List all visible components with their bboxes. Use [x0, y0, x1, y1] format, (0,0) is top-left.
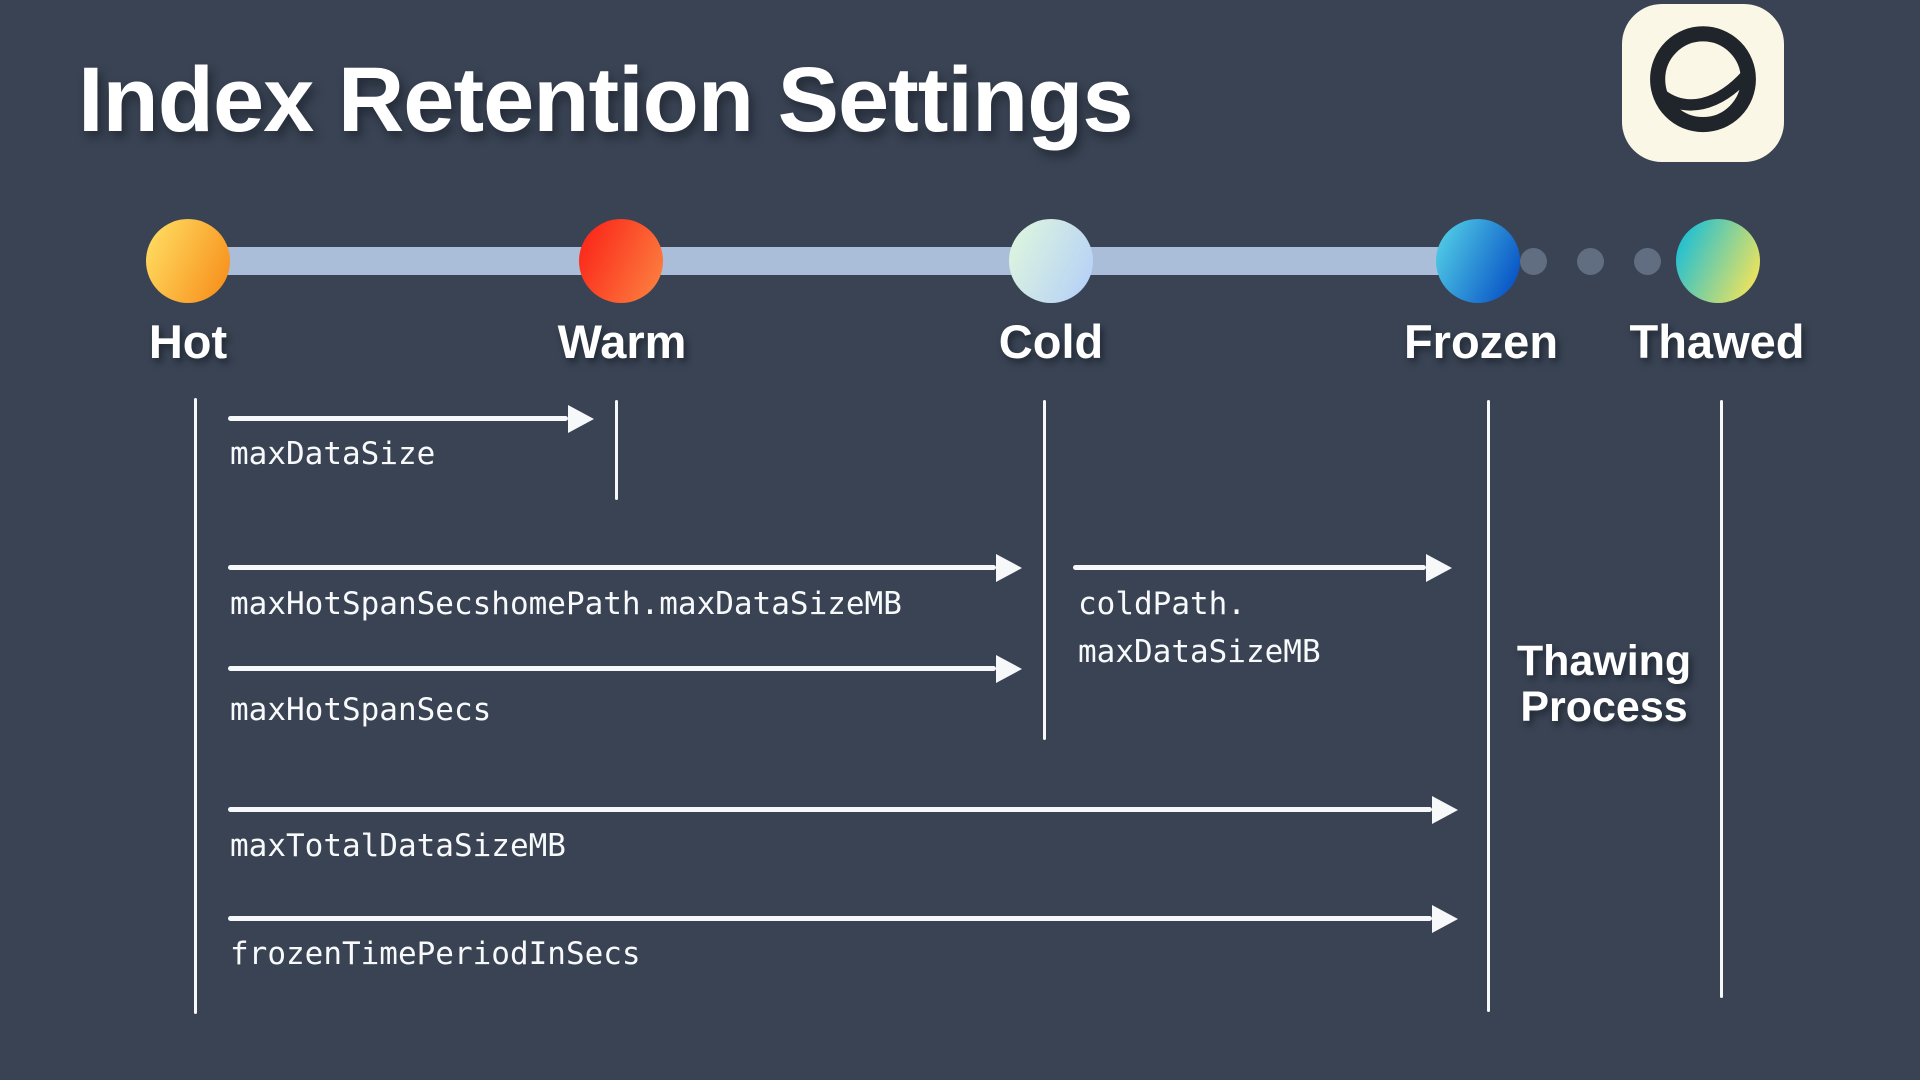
stage-node-hot	[146, 219, 230, 303]
thawing-process-label: Thawing Process	[1516, 637, 1692, 732]
timeline-bar	[186, 247, 1470, 275]
arrow-coldpath	[1073, 565, 1426, 570]
arrow-frozentimeperiodinsecs	[228, 916, 1432, 921]
stage-label-warm: Warm	[557, 315, 687, 368]
stage-node-cold	[1009, 219, 1093, 303]
ellipsis-dot	[1634, 248, 1661, 275]
stage-node-warm	[579, 219, 663, 303]
arrow-maxhotspansecs-homepath	[228, 565, 996, 570]
arrow-maxdatasize	[228, 416, 568, 421]
guide-line-cold	[1043, 400, 1046, 740]
setting-label-maxhotspansecs-homepath: maxHotSpanSecshomePath.maxDataSizeMB	[230, 586, 902, 622]
arrow-maxhotspansecs	[228, 666, 996, 671]
setting-label-frozentimeperiodinsecs: frozenTimePeriodInSecs	[230, 936, 641, 972]
guide-line-hot	[194, 398, 197, 1014]
guide-line-frozen	[1487, 400, 1490, 1012]
brand-logo	[1622, 4, 1784, 162]
page-title: Index Retention Settings	[78, 49, 1134, 151]
stage-label-thawed: Thawed	[1629, 315, 1805, 368]
planet-swoosh-icon	[1650, 26, 1756, 133]
setting-label-maxdatasize: maxDataSize	[230, 436, 436, 472]
setting-label-maxhotspansecs: maxHotSpanSecs	[230, 692, 492, 728]
guide-line-warm	[615, 400, 618, 500]
setting-label-maxtotaldatasizemb: maxTotalDataSizeMB	[230, 828, 566, 864]
stage-label-frozen: Frozen	[1403, 315, 1559, 368]
stage-label-cold: Cold	[998, 315, 1104, 368]
ellipsis-dot	[1520, 248, 1547, 275]
guide-line-thawed	[1720, 400, 1723, 998]
stage-node-thawed	[1676, 219, 1760, 303]
ellipsis-dot	[1577, 248, 1604, 275]
setting-label-coldpath: coldPath. maxDataSizeMB	[1078, 586, 1321, 671]
stage-node-frozen	[1436, 219, 1520, 303]
arrow-maxtotaldatasizemb	[228, 807, 1432, 812]
stage-label-hot: Hot	[148, 315, 228, 368]
